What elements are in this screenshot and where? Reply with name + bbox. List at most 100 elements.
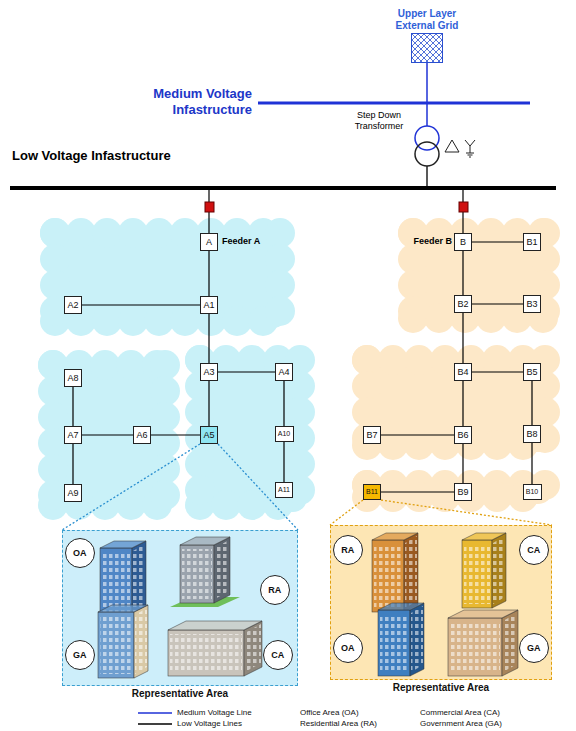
feeder-zone: [40, 218, 70, 248]
transformer-symbol: [415, 142, 439, 166]
area-type-circle: RA: [260, 575, 290, 605]
building-illustration: [170, 634, 242, 672]
building-illustration: [448, 610, 518, 618]
feeder-zone: [476, 303, 506, 333]
node-label: B7: [366, 430, 377, 440]
feeder-zone: [90, 490, 120, 520]
area-type-circle: OA: [333, 633, 363, 663]
feeder-label: Feeder B: [398, 236, 452, 247]
building-illustration: [372, 533, 418, 540]
node-label: B11: [366, 488, 378, 496]
bus-node-box: B1: [523, 233, 541, 251]
feeder-zone: [66, 218, 96, 248]
feeder-zone: [92, 218, 122, 248]
feeder-zone: [40, 218, 70, 248]
representative-area: Representative AreaOARAGACA: [62, 530, 298, 686]
feeder-zone: [352, 345, 382, 375]
transformer-symbol: [415, 126, 475, 188]
zoom-leader: [218, 444, 298, 530]
legend-item: Low Voltage Lines: [138, 718, 242, 729]
building-illustration: [98, 533, 518, 678]
area-code: GA: [73, 650, 87, 660]
feeder-label: Feeder A: [222, 236, 282, 247]
building-illustration: [405, 536, 417, 608]
grid-hatch: [412, 34, 442, 62]
building-illustration: [102, 552, 130, 614]
legend-text: Residential Area (RA): [300, 719, 377, 728]
feeder-zone: [90, 350, 120, 380]
feeder-zone: [185, 345, 315, 520]
feeder-zone: [265, 218, 295, 248]
bus-node-box: A2: [64, 296, 82, 314]
building-illustration: [98, 605, 148, 612]
bus-node-box: A6: [133, 426, 151, 444]
feeder-zone: [92, 306, 122, 336]
bus-node-box: A11: [275, 482, 293, 498]
feeder-zone: [265, 296, 295, 326]
infrastructure-label: Step Down Transformer: [346, 110, 412, 132]
node-label: B6: [457, 430, 468, 440]
bus-node-box: B3: [523, 295, 541, 313]
legend-text: Commercial Area (CA): [420, 708, 500, 717]
bus-node-box: A7: [64, 426, 82, 444]
node-label: A8: [67, 373, 78, 383]
area-caption: Representative Area: [331, 682, 551, 694]
feeder-zone: [150, 376, 180, 406]
area-type-circle: OA: [65, 538, 95, 568]
area-type-circle: GA: [519, 633, 549, 663]
building-illustration: [464, 544, 490, 604]
bus-node-box: A5: [200, 426, 218, 444]
node-label: A10: [278, 430, 290, 438]
feeder-zone: [476, 218, 506, 248]
feeder-zone: [404, 345, 434, 375]
low-voltage-line: [151, 434, 200, 435]
building-illustration: [168, 621, 262, 676]
feeder-zone: [170, 218, 200, 248]
circuit-breaker: [459, 202, 468, 212]
feeder-zone: [40, 244, 70, 274]
building-illustration: [493, 536, 505, 604]
building-illustration: [245, 624, 261, 672]
low-voltage-line: [531, 443, 532, 484]
node-label: A4: [278, 367, 289, 377]
legend-line-sample: [138, 712, 172, 714]
building-illustration: [100, 541, 146, 548]
low-voltage-line: [208, 251, 209, 296]
node-label: B4: [457, 367, 468, 377]
feeder-zone: [38, 454, 68, 484]
transformer-symbol: [445, 140, 459, 152]
node-label: B5: [526, 367, 537, 377]
feeder-zone: [352, 470, 382, 500]
low-voltage-line: [82, 434, 133, 435]
feeder-zone: [144, 306, 174, 336]
feeder-zone: [398, 296, 428, 326]
bus-node-box: A4: [275, 363, 293, 381]
transformer-symbol: [426, 166, 428, 188]
legend-line-sample: [138, 710, 172, 716]
feeder-zone: [150, 350, 180, 380]
feeder-zone: [398, 270, 428, 300]
node-label: B10: [526, 488, 538, 496]
feeder-zone: [352, 345, 560, 460]
feeder-zone: [211, 490, 241, 520]
low-voltage-line: [472, 303, 523, 304]
low-voltage-line: [72, 387, 73, 426]
building-illustration: [378, 610, 410, 676]
low-voltage-line: [208, 381, 209, 426]
area-code: OA: [341, 643, 355, 653]
feeder-zone: [352, 423, 382, 453]
bus-node-box: A1: [200, 296, 218, 314]
node-label: A9: [67, 488, 78, 498]
feeder-zone: [424, 303, 454, 333]
area-code: RA: [268, 585, 281, 595]
building-illustration: [374, 544, 402, 608]
low-voltage-line: [462, 313, 463, 363]
legend-text: Government Area (GA): [420, 719, 502, 728]
circuit-breaker: [205, 202, 468, 212]
legend-item: Commercial Area (CA): [420, 707, 500, 718]
feeder-zone: [352, 470, 382, 500]
zoom-leader: [381, 500, 552, 525]
low-voltage-bus: [10, 186, 556, 190]
feeder-zone: [116, 350, 146, 380]
